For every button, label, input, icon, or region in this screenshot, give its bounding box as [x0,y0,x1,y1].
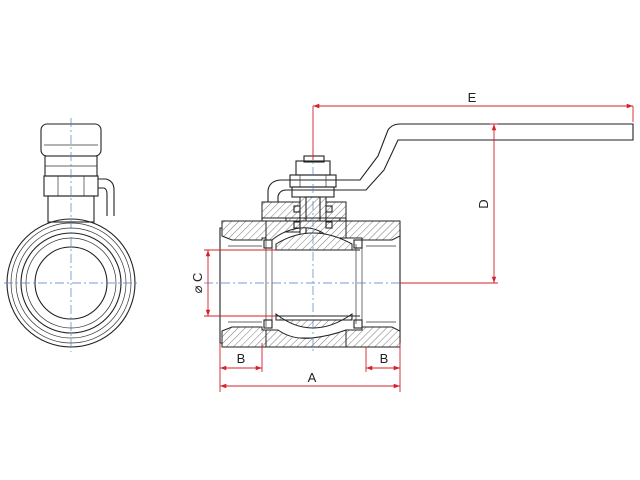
dimension-b-left-label: B [237,351,246,366]
dimension-lines [204,103,634,392]
dimension-d-label: D [476,199,491,208]
section-view [204,123,634,354]
dimension-b-right-label: B [380,351,389,366]
dimension-a-label: A [308,370,317,385]
end-view [4,118,140,352]
dimension-c-label: ⌀ C [190,273,205,294]
dimension-e-label: E [468,90,477,105]
